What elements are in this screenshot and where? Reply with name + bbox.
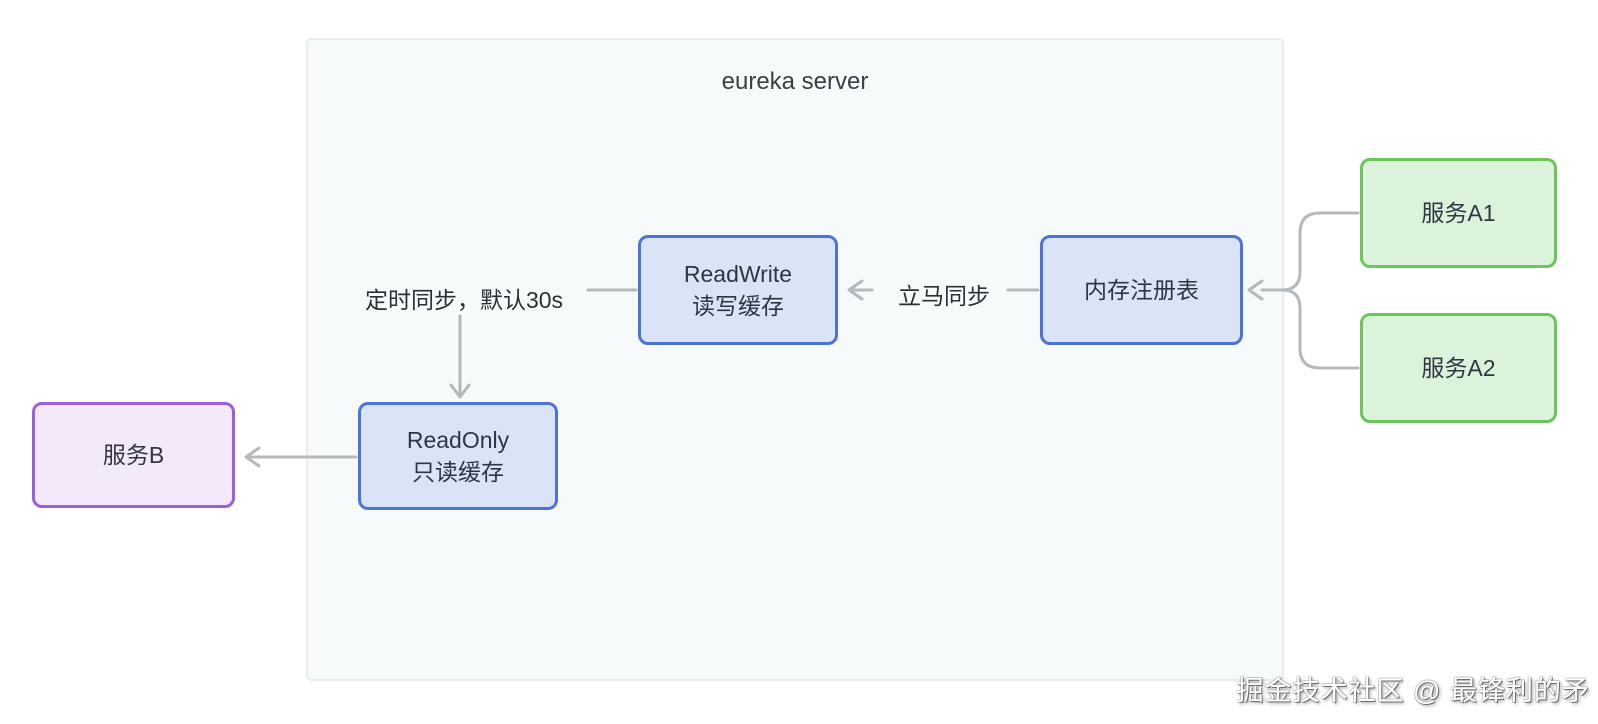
node-service-a1: 服务A1 bbox=[1360, 158, 1557, 268]
eureka-server-title: eureka server bbox=[721, 68, 869, 95]
edge-service-a2-branch bbox=[1280, 288, 1360, 370]
edge-label-immediate-sync: 立马同步 bbox=[898, 283, 990, 309]
node-service-a2: 服务A2 bbox=[1360, 313, 1557, 423]
node-readwrite-cache-label-zh: 读写缓存 bbox=[692, 293, 784, 319]
node-readonly-cache-label-zh: 只读缓存 bbox=[412, 459, 504, 485]
node-memory-registry: 内存注册表 bbox=[1040, 235, 1243, 345]
arrowhead-into-service-b bbox=[244, 446, 261, 468]
node-service-a2-label: 服务A2 bbox=[1421, 354, 1496, 381]
edge-label-timed-sync: 定时同步，默认30s bbox=[364, 287, 564, 313]
eureka-server-container bbox=[306, 38, 1284, 681]
edge-service-a1-branch bbox=[1260, 211, 1360, 292]
node-readonly-cache: ReadOnly 只读缓存 bbox=[358, 402, 558, 510]
node-readwrite-cache: ReadWrite 读写缓存 bbox=[638, 235, 838, 345]
node-service-b: 服务B bbox=[32, 402, 235, 508]
node-readwrite-cache-label-en: ReadWrite bbox=[683, 260, 793, 287]
node-service-a1-label: 服务A1 bbox=[1421, 199, 1496, 226]
juejin-watermark: 掘金技术社区 @ 最锋利的矛 bbox=[1236, 676, 1590, 706]
arrowhead-into-readwrite bbox=[847, 279, 864, 301]
node-memory-registry-label: 内存注册表 bbox=[1084, 276, 1199, 303]
node-service-b-label: 服务B bbox=[102, 441, 165, 468]
arrowhead-into-readonly bbox=[449, 383, 471, 399]
node-readonly-cache-label-en: ReadOnly bbox=[406, 426, 510, 453]
arrowhead-into-registry bbox=[1247, 279, 1264, 301]
